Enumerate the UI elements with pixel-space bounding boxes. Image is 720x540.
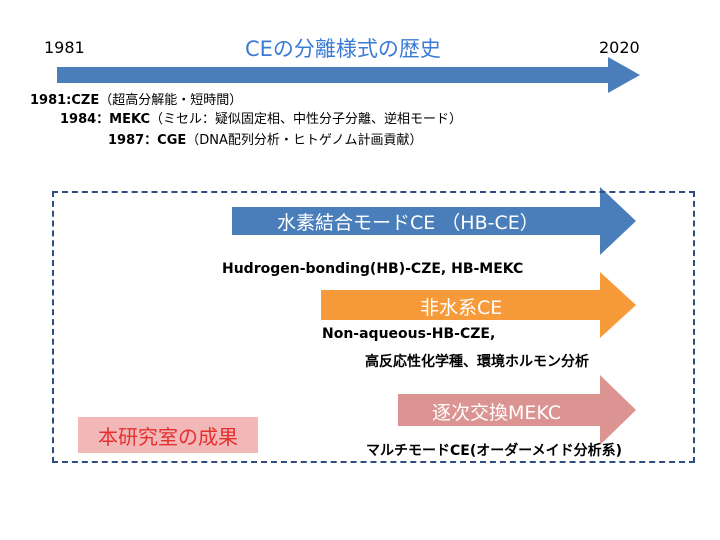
sequential-mekc-description: マルチモードCE(オーダーメイド分析系)	[366, 443, 623, 459]
hb-ce-arrow	[232, 187, 636, 255]
history-entry-cze: 1981:CZE（超高分解能・短時間）	[30, 89, 242, 108]
sequential-mekc-arrow-label: 逐次交換MEKC	[432, 402, 562, 424]
nonaqueous-ce-description-line2: 高反応性化学種、環境ホルモン分析	[365, 354, 589, 370]
sequential-mekc-arrow	[398, 375, 636, 445]
history-label: 1987：CGE	[108, 133, 187, 148]
history-note: （ミセル：疑似固定相、中性分子分離、逆相モード）	[150, 112, 463, 127]
hb-ce-arrow-label: 水素結合モードCE （HB-CE）	[277, 212, 539, 234]
history-entry-mekc: 1984：MEKC（ミセル：疑似固定相、中性分子分離、逆相モード）	[60, 108, 462, 127]
nonaqueous-ce-arrow-label: 非水系CE	[420, 297, 503, 319]
history-label: 1981:CZE	[30, 93, 100, 108]
history-note: （DNA配列分析・ヒトゲノム計画貢献）	[186, 133, 423, 148]
nonaqueous-ce-description-line1: Non-aqueous-HB-CZE,	[322, 326, 496, 342]
timeline-end-year: 2020	[599, 38, 640, 57]
research-results-box	[52, 191, 695, 463]
history-entry-cge: 1987：CGE（DNA配列分析・ヒトゲノム計画貢献）	[108, 129, 423, 148]
timeline-title: CEの分離様式の歴史	[245, 37, 441, 61]
hb-ce-description: Hudrogen-bonding(HB)-CZE, HB-MEKC	[222, 261, 524, 277]
lab-results-label: 本研究室の成果	[78, 417, 258, 453]
timeline-arrow	[57, 57, 640, 93]
history-note: （超高分解能・短時間）	[99, 93, 243, 108]
nonaqueous-ce-arrow	[321, 272, 636, 338]
timeline-start-year: 1981	[44, 38, 85, 57]
history-label: 1984：MEKC	[60, 112, 151, 127]
